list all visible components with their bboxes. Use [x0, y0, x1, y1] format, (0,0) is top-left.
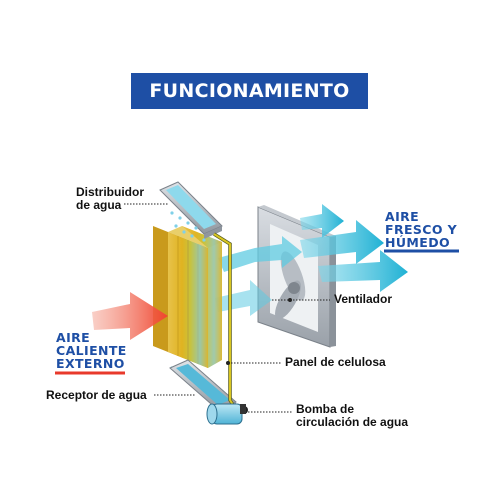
label-aire-fresco: AIRE FRESCO Y HÚMEDO: [385, 210, 457, 249]
circulation-pump: [206, 403, 248, 425]
label-bomba: Bomba de circulación de agua: [296, 403, 408, 429]
diagram-title: FUNCIONAMIENTO: [149, 80, 350, 102]
cool-air-arrows: [215, 204, 408, 316]
label-bomba-line1: Bomba de: [296, 402, 355, 416]
label-ventilador-text: Ventilador: [334, 292, 393, 306]
label-receptor: Receptor de agua: [46, 389, 147, 402]
leader-lines: [124, 203, 330, 413]
label-aire-fresco-line3: HÚMEDO: [385, 235, 450, 250]
water-distributor: [159, 181, 223, 239]
label-distribuidor: Distribuidor de agua: [76, 186, 144, 212]
hot-air-arrow: [92, 292, 168, 340]
label-distribuidor-line1: Distribuidor: [76, 185, 144, 199]
title-banner: FUNCIONAMIENTO: [131, 73, 368, 109]
label-aire-caliente-line1: AIRE: [56, 330, 91, 345]
label-distribuidor-line2: de agua: [76, 198, 122, 212]
label-panel: Panel de celulosa: [285, 356, 386, 369]
leader-dot-ventilador: [288, 298, 292, 302]
label-receptor-text: Receptor de agua: [46, 388, 147, 402]
cellulose-pad: [153, 226, 222, 368]
label-panel-text: Panel de celulosa: [285, 355, 386, 369]
label-ventilador: Ventilador: [334, 293, 392, 306]
label-aire-caliente-line2: CALIENTE: [56, 343, 127, 358]
label-aire-caliente-line3: EXTERNO: [56, 356, 125, 371]
label-aire-caliente: AIRE CALIENTE EXTERNO: [56, 331, 127, 370]
label-aire-fresco-line2: FRESCO Y: [385, 222, 458, 237]
label-aire-fresco-line1: AIRE: [385, 209, 420, 224]
leader-dot-panel: [226, 361, 230, 365]
label-bomba-line2: circulación de agua: [296, 415, 409, 429]
